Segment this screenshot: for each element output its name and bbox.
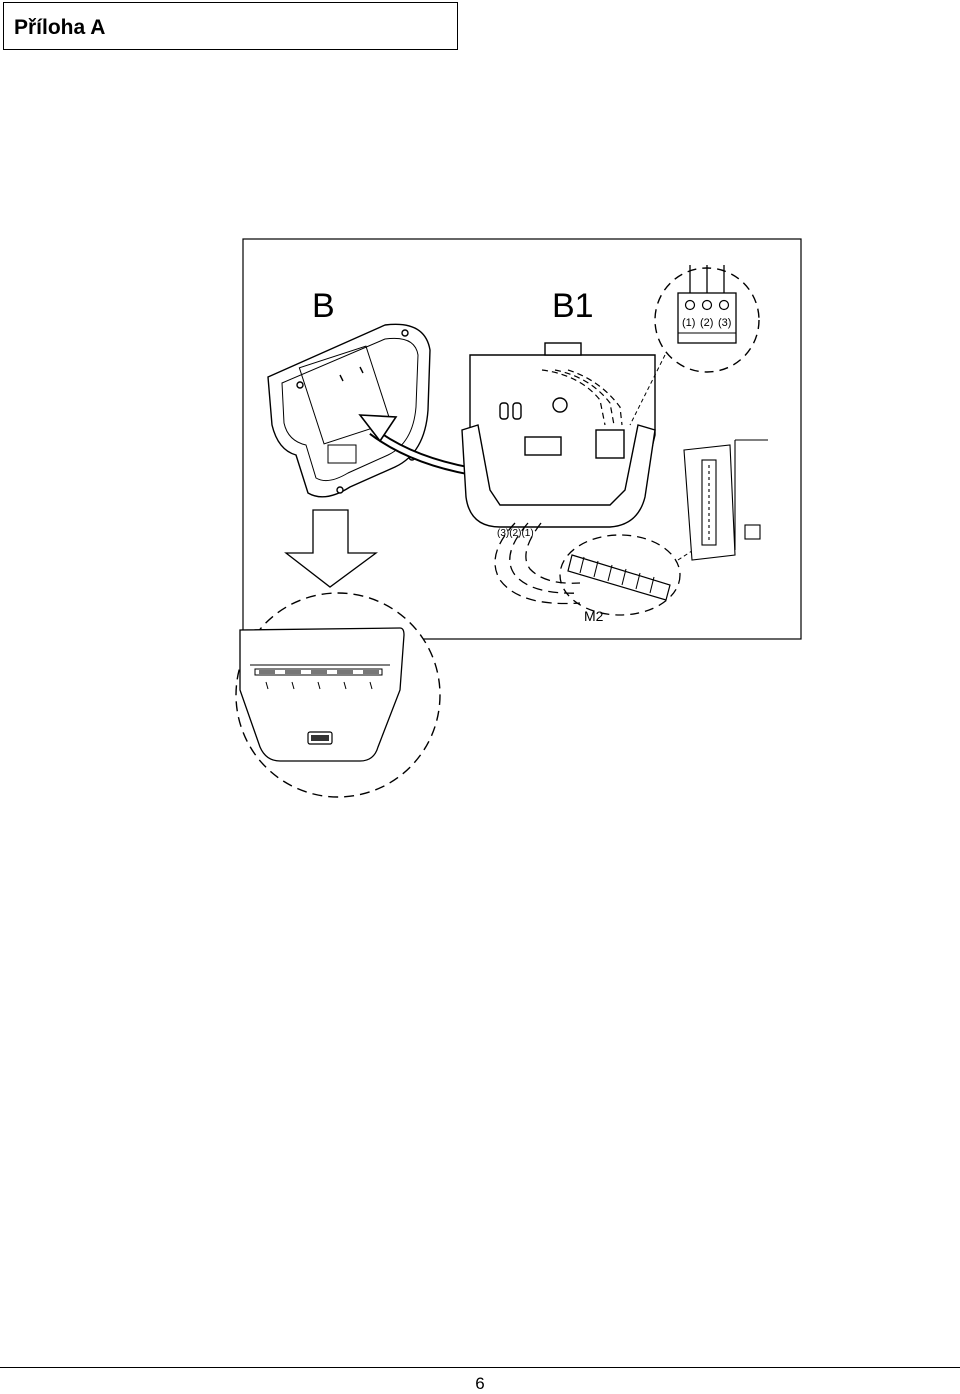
appendix-title-box: Příloha A <box>3 2 458 50</box>
diagram-frame <box>242 238 802 640</box>
installation-diagram: B B1 <box>235 238 802 798</box>
wire-labels: (3)(2)(1) <box>497 528 534 539</box>
label-m2: M2 <box>584 608 604 624</box>
appliance-board <box>683 439 768 561</box>
terminal-label-2: (2) <box>700 317 713 329</box>
down-arrow <box>284 509 378 588</box>
label-b1: B1 <box>552 287 594 325</box>
terminal-callout: (1) (2) (3) <box>629 265 760 426</box>
m2-terminal-callout: M2 <box>559 524 733 624</box>
page-number: 6 <box>475 1374 485 1393</box>
front-panel-callout <box>235 592 441 798</box>
wall-plate <box>461 342 656 528</box>
terminal-label-1: (1) <box>682 317 695 329</box>
installation-figure: B B1 <box>200 235 805 805</box>
wall-plate-wires <box>541 369 623 426</box>
appendix-title: Příloha A <box>14 16 106 39</box>
label-b: B <box>312 287 335 325</box>
terminal-label-3: (3) <box>718 317 731 329</box>
footer-rule <box>0 1367 960 1368</box>
control-unit-back <box>267 323 431 498</box>
